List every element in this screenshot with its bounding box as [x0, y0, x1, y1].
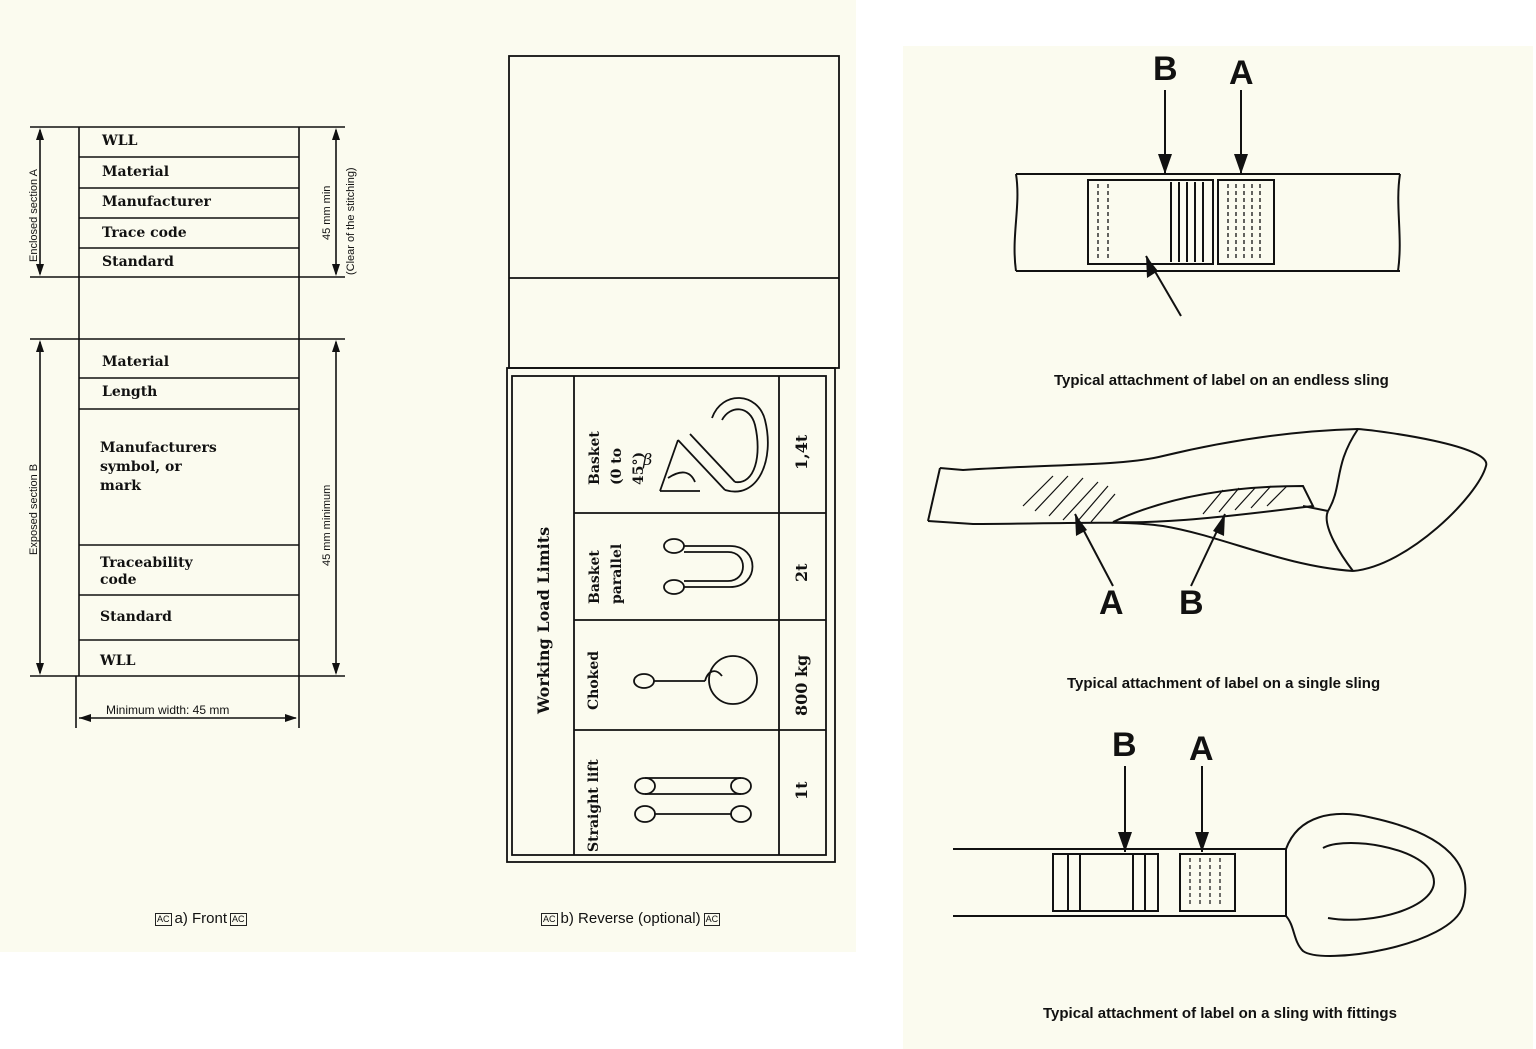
attachment-drawing — [927, 90, 1488, 957]
front-field-wll-a: WLL — [102, 133, 138, 149]
front-field-wll-b: WLL — [100, 653, 136, 669]
label-layout-panel: WLL Material Manufacturer Trace code Sta… — [0, 0, 856, 952]
front-field-standard-b: Standard — [100, 609, 172, 625]
endless-letter-b: B — [1153, 50, 1178, 88]
single-letter-b: B — [1179, 584, 1204, 622]
dim-a-note: (Clear of the stitching) — [345, 167, 357, 275]
row-choked-label: Choked — [586, 650, 602, 710]
wll-table-title: Working Load Limits — [534, 526, 553, 714]
front-field-length: Length — [102, 384, 158, 400]
dim-b-label: 45 mm minimum — [321, 484, 333, 566]
endless-sling-caption: Typical attachment of label on an endles… — [1054, 372, 1389, 389]
section-a-label: Enclosed section A — [28, 169, 40, 262]
ac-marker-icon: AC — [155, 912, 172, 926]
fittings-letter-a: A — [1189, 730, 1214, 768]
width-label: Minimum width: 45 mm — [106, 703, 230, 717]
endless-letter-a: A — [1229, 54, 1254, 92]
front-field-traceability-code: Traceability code — [100, 555, 193, 588]
hitch-icons — [633, 397, 769, 823]
row-straight-lift-load: 1t — [792, 781, 811, 800]
section-b-label: Exposed section B — [28, 463, 40, 555]
beta-angle-symbol: β — [643, 450, 653, 469]
dim-a-label: 45 mm min — [321, 185, 333, 240]
row-basket-45-load: 1,4t — [792, 434, 811, 470]
front-field-trace-code: Trace code — [102, 225, 187, 241]
front-field-manufacturers-symbol: Manufacturers symbol, or mark — [100, 440, 217, 494]
ac-marker-icon: AC — [703, 912, 721, 926]
label-layout-drawing — [30, 55, 840, 863]
row-basket-45-label: Basket (0 to 45°) — [587, 431, 647, 485]
row-basket-parallel-load: 2t — [792, 563, 811, 582]
single-letter-a: A — [1099, 584, 1124, 622]
front-field-material-b: Material — [102, 354, 170, 370]
row-straight-lift-label: Straight lift — [586, 759, 602, 852]
ac-marker-icon: AC — [230, 912, 247, 926]
row-choked-load: 800 kg — [792, 654, 811, 716]
front-field-standard-a: Standard — [102, 254, 174, 270]
front-field-material-a: Material — [102, 164, 170, 180]
row-basket-parallel-label: Basket parallel — [587, 543, 625, 604]
ac-marker-icon: AC — [541, 912, 558, 926]
fittings-letter-b: B — [1112, 726, 1137, 764]
fittings-sling-caption: Typical attachment of label on a sling w… — [1043, 1005, 1397, 1022]
front-field-manufacturer: Manufacturer — [102, 194, 211, 210]
reverse-caption-text: b) Reverse (optional) — [560, 910, 701, 927]
front-caption-text: a) Front — [174, 910, 228, 927]
attachment-panel: B A Typical attachment of label on an en… — [903, 46, 1533, 1049]
single-sling-caption: Typical attachment of label on a single … — [1067, 675, 1381, 692]
